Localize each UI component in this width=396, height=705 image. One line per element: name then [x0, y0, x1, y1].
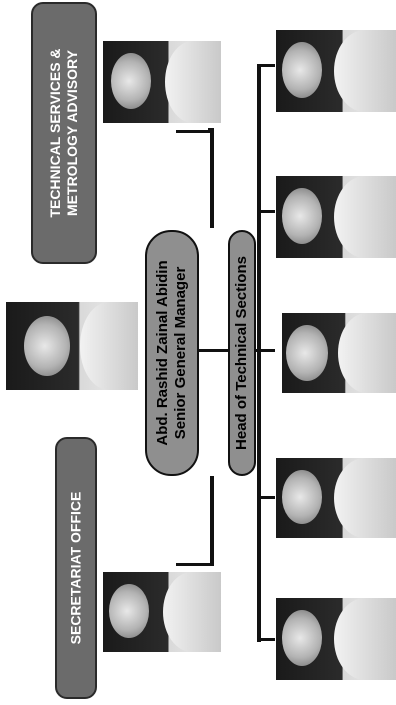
photo-section-head-5 [276, 598, 396, 680]
photo-section-head-1 [276, 30, 396, 112]
connector-branch-2 [257, 210, 275, 213]
photo-secretariat [103, 572, 221, 652]
head-of-technical-sections-pill: Head of Technical Sections [228, 230, 256, 476]
connector-branch-4 [257, 496, 275, 499]
connector-secretariat-horizontal [176, 563, 214, 566]
photo-section-head-2 [276, 176, 396, 258]
connector-branch-3 [257, 349, 275, 352]
secretariat-box: SECRETARIAT OFFICE [55, 437, 97, 699]
manager-title: Senior General Manager [172, 266, 189, 440]
manager-name: Abd. Rashid Zainal Abidin [154, 260, 171, 446]
technical-services-box: TECHNICAL SERVICES & METROLOGY ADVISORY [31, 2, 97, 264]
technical-services-line2: METROLOGY ADVISORY [64, 50, 80, 216]
photo-section-head-4 [276, 458, 396, 538]
photo-senior-general-manager [6, 302, 138, 390]
technical-services-line1: TECHNICAL SERVICES & [47, 48, 63, 218]
connector-secretariat-vertical [210, 476, 214, 566]
connector-top-vertical [210, 128, 214, 228]
technical-services-label: TECHNICAL SERVICES & METROLOGY ADVISORY [47, 48, 81, 217]
head-of-technical-sections-label: Head of Technical Sections [233, 256, 250, 450]
connector-branch-5 [257, 638, 275, 641]
connector-spine [257, 64, 261, 642]
photo-section-head-3 [282, 313, 396, 393]
secretariat-label: SECRETARIAT OFFICE [67, 491, 84, 645]
connector-branch-1 [257, 64, 275, 67]
connector-manager-to-head [198, 349, 228, 352]
senior-manager-pill: Abd. Rashid Zainal Abidin Senior General… [145, 230, 199, 476]
senior-manager-label: Abd. Rashid Zainal Abidin Senior General… [154, 260, 190, 445]
connector-top-link [176, 130, 212, 133]
photo-technical-services-advisor [103, 41, 221, 123]
